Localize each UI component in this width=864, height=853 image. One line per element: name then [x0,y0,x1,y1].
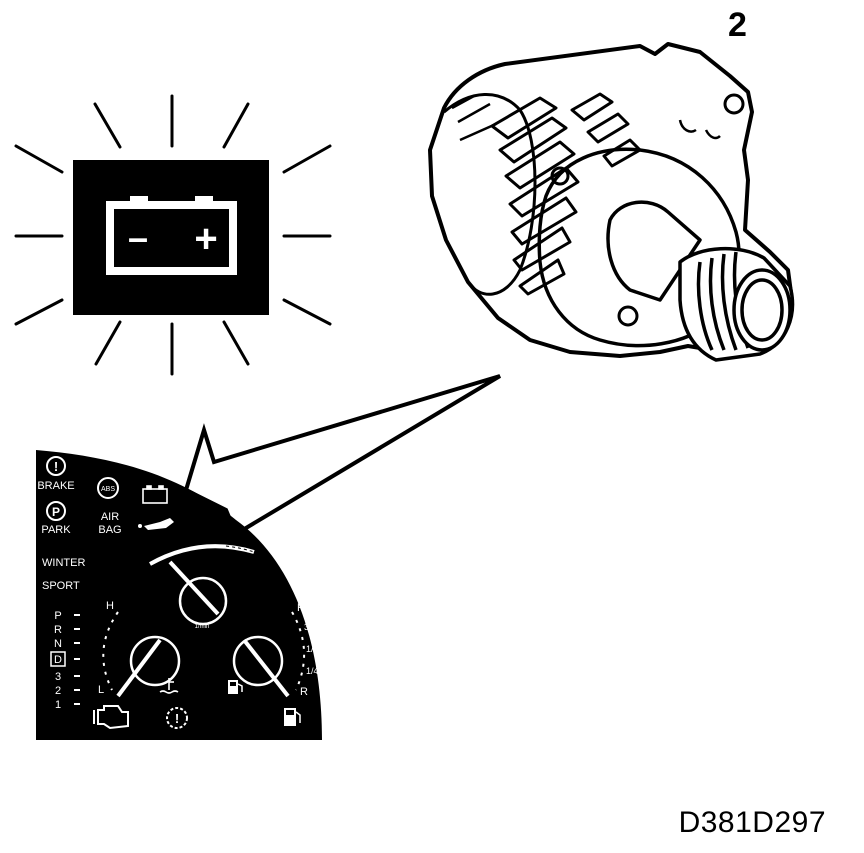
fuel-needle [242,638,290,698]
svg-text:!: ! [54,459,58,474]
abs-icon [97,477,119,499]
brake-warning: ! BRAKE [37,456,75,492]
coolant-temp-gauge: H L [98,600,181,698]
fuel-full-label: F [297,602,304,614]
charge-warning-icon [142,485,168,504]
cooling-fins [490,92,642,296]
gear-p: P [54,610,61,622]
alternator-illustration [428,42,795,362]
general-warning-icon: ! [166,707,188,729]
gear-n: N [54,638,62,650]
fuel-dial [232,635,284,687]
coolant-icon [159,678,179,694]
cluster-panel [36,450,322,740]
tach-scale [149,544,255,566]
sport-label: SPORT [42,580,80,592]
winter-label: WINTER [42,557,85,569]
lamp-panel [73,160,269,315]
tach-needle [168,560,220,616]
svg-text:P: P [52,505,60,519]
fuel-reserve-label: R [300,686,308,698]
oil-pressure-icon [138,518,174,530]
abs-label: ABS [101,486,115,493]
selected-gear-box [50,651,66,667]
temp-dial [129,635,181,687]
tachometer: 1/min [149,544,255,630]
temp-high-label: H [106,600,114,612]
battery-plus: + [194,217,217,261]
check-engine-icon [93,705,129,730]
tach-dial [178,576,228,626]
pointer-arrow [183,374,502,537]
gear-d: D [54,654,62,666]
low-fuel-icon [284,708,301,726]
fuel-half-label: 1/2 [306,644,319,654]
fuel-pump-icon [228,680,243,694]
reference-code: D381D297 [678,806,826,839]
airbag-label-line1: AIR [101,511,119,523]
gear-indicator: P R N D 3 2 1 [50,610,80,711]
park-warning: P PARK [41,501,71,536]
battery-warning-lamp: – + [14,94,332,376]
gear-1: 1 [55,699,61,711]
airbag-label-line2: BAG [98,524,121,536]
fuel-quarter-label: 1/4 [306,666,319,676]
figure-number: 2 [728,6,747,44]
gear-r: R [54,624,62,636]
tach-caption: 1/min [195,624,210,630]
pulley [678,247,795,362]
svg-text:!: ! [175,711,179,726]
fuel-gauge: F 3/4 1/2 1/4 R [228,602,319,698]
fuel-three-quarter-label: 3/4 [304,622,317,632]
park-icon [46,501,66,521]
lamp-rays [14,94,332,376]
temp-low-label: L [98,684,104,696]
brake-icon [46,456,66,476]
gear-3: 3 [55,671,61,683]
temp-needle [116,638,162,698]
airbag-warning: AIR BAG [98,511,121,536]
abs-warning: ABS [97,477,119,499]
gear-2: 2 [55,685,61,697]
battery-minus: – [128,217,148,258]
battery-icon: – + [106,196,237,275]
brake-label: BRAKE [37,480,74,492]
park-label: PARK [41,524,71,536]
instrument-cluster: ! BRAKE P PARK ABS AIR BAG WINTER SPORT [36,450,322,740]
